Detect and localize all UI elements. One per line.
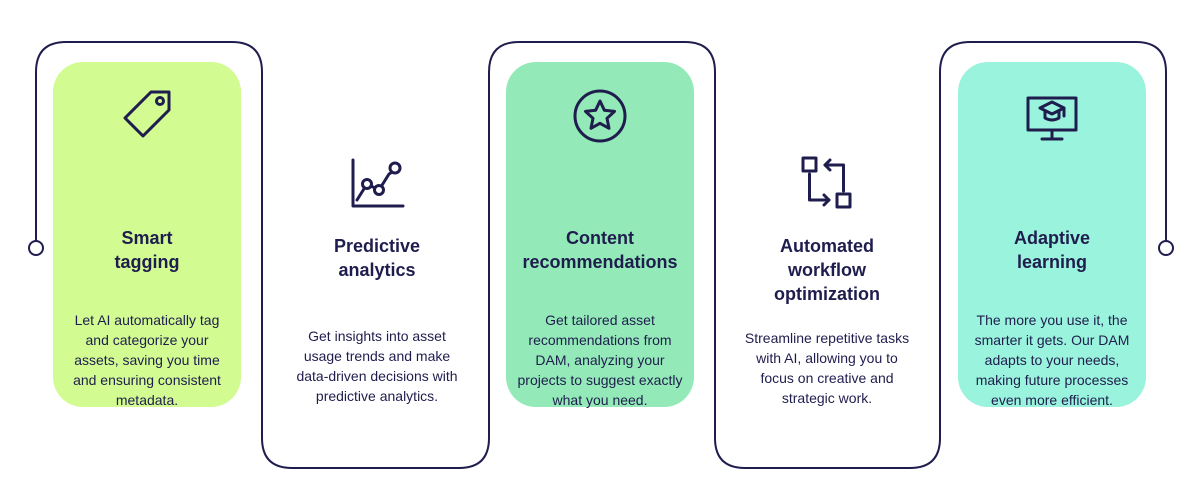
- step-title-text: Predictive analytics: [333, 236, 421, 280]
- connector-end-dot: [1158, 240, 1174, 256]
- step-title-text: Content recommendations: [522, 228, 678, 272]
- step-description: The more you use it, the smarter it gets…: [974, 312, 1130, 408]
- step-card-smart-tagging: Smart tagging Let AI automatically tag a…: [53, 62, 241, 408]
- connector-path: [35, 41, 1167, 469]
- step-title: Smart tagging: [53, 226, 241, 274]
- step-card-adaptive-learning: Adaptive learning The more you use it, t…: [958, 62, 1146, 408]
- step-description: Streamline repetitive tasks with AI, all…: [744, 330, 910, 406]
- step-title-text: Smart tagging: [114, 228, 180, 272]
- workflow-arrows-icon: [797, 154, 857, 214]
- step-card-content-recommendations: Content recommendations Get tailored ass…: [506, 62, 694, 408]
- step-description: Let AI automatically tag and categorize …: [73, 312, 221, 408]
- connector-start-dot: [28, 240, 44, 256]
- step-card-automated-workflow-optimization: Automated workflow optimization Streamli…: [733, 130, 921, 420]
- step-title-text: Automated workflow optimization: [774, 236, 880, 304]
- step-title: Automated workflow optimization: [733, 234, 921, 306]
- step-card-predictive-analytics: Predictive analytics Get insights into a…: [283, 130, 471, 420]
- monitor-graduation-cap-icon: [1022, 86, 1082, 146]
- step-description: Get tailored asset recommendations from …: [517, 312, 683, 408]
- step-title: Adaptive learning: [958, 226, 1146, 274]
- star-circle-icon: [570, 86, 630, 146]
- step-title: Content recommendations: [506, 226, 694, 274]
- price-tag-icon: [117, 86, 177, 146]
- line-chart-icon: [347, 154, 407, 214]
- step-title-text: Adaptive learning: [1013, 228, 1091, 272]
- step-title: Predictive analytics: [283, 234, 471, 282]
- step-description: Get insights into asset usage trends and…: [296, 328, 458, 404]
